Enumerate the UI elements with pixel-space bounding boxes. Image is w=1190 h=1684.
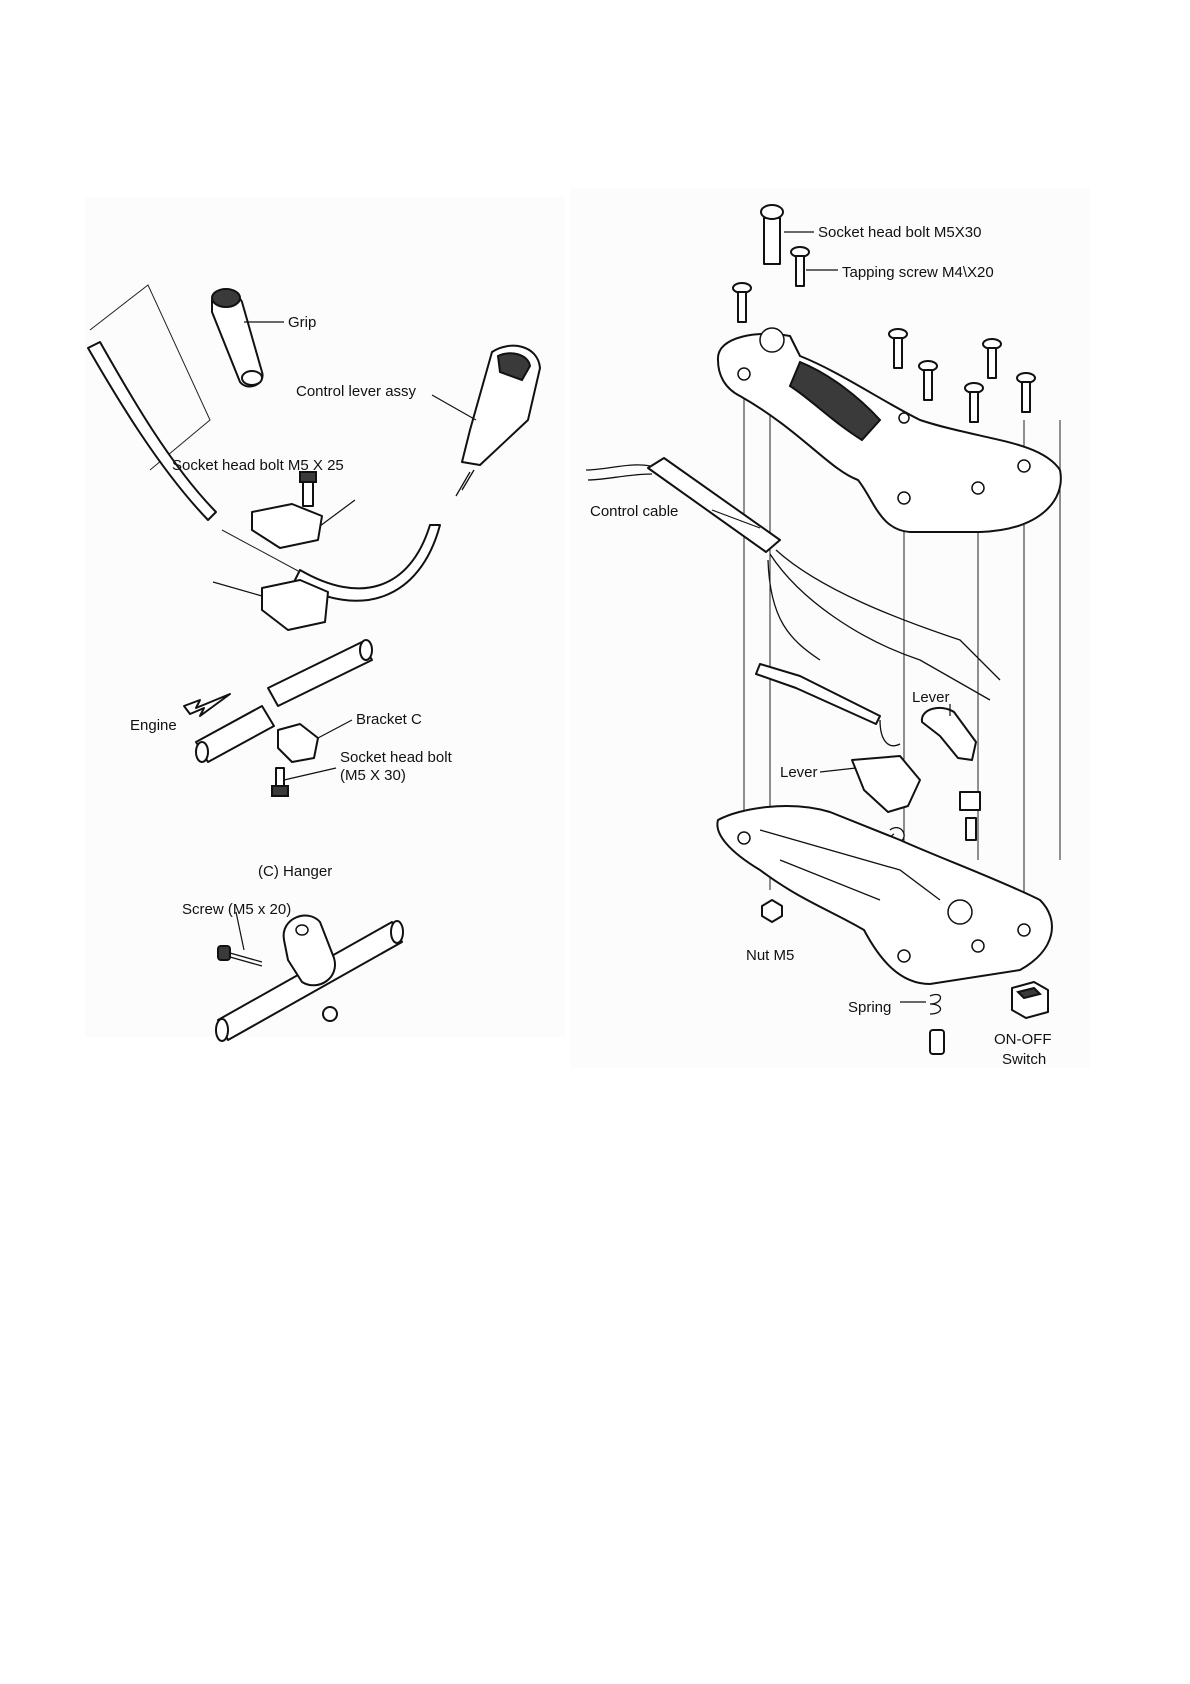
on-off-label: ON-OFF	[994, 1031, 1052, 1048]
on-off-switch-part	[1012, 982, 1048, 1018]
hanger-title: (C) Hanger	[258, 863, 332, 880]
control-lever-assy-label: Control lever assy	[296, 383, 417, 400]
tapping-screw-label: Tapping screw M4\X20	[842, 264, 994, 281]
small-block-part	[960, 792, 980, 810]
nut-m5-part	[762, 900, 782, 922]
bolt-m5x25-part	[300, 472, 316, 506]
switch-label: Switch	[1002, 1051, 1046, 1068]
screw-m5x20-label: Screw (M5 x 20)	[182, 901, 291, 918]
socket-head-bolt-m5x25-label: Socket head bolt M5 X 25	[172, 457, 344, 474]
bolt-m5x30-top-part	[761, 205, 783, 264]
nut-m5-label: Nut M5	[746, 947, 794, 964]
small-bolt-part	[966, 818, 976, 840]
socket-head-bolt-size-label: (M5 X 30)	[340, 767, 406, 784]
socket-head-bolt-label: Socket head bolt	[340, 749, 453, 766]
bracket-c-label: Bracket C	[356, 711, 422, 728]
lever-upper-label: Lever	[912, 689, 950, 706]
hanger-nut	[323, 1007, 337, 1021]
engine-label: Engine	[130, 717, 177, 734]
spring-label: Spring	[848, 999, 891, 1016]
lever-lower-label: Lever	[780, 764, 818, 781]
grip-label: Grip	[288, 314, 316, 331]
control-cable-label: Control cable	[590, 503, 678, 520]
socket-head-bolt-m5x30-label: Socket head bolt M5X30	[818, 224, 981, 241]
